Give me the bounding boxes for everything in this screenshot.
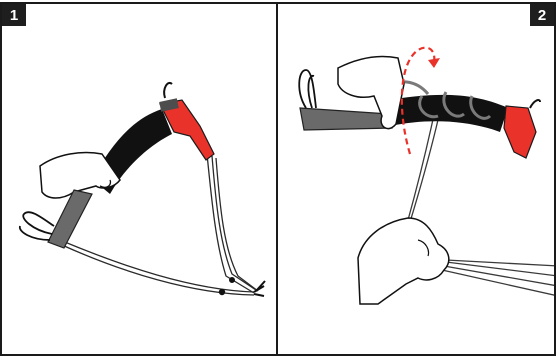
control-bar-handle — [299, 107, 393, 131]
line-knot — [218, 277, 266, 297]
leader-loops — [19, 211, 55, 241]
step-number-badge: 2 — [530, 4, 554, 26]
step-1-illustration — [19, 82, 266, 297]
step-number-badge: 1 — [2, 4, 26, 26]
rotation-arrow-icon — [400, 46, 436, 155]
step-2-illustration — [298, 46, 554, 305]
hand-icon — [357, 217, 450, 305]
step-panel-2: 2 — [276, 2, 556, 356]
hand-icon — [337, 55, 405, 130]
control-bar-end-cap — [159, 99, 215, 161]
step-panel-1: 1 — [0, 2, 278, 356]
control-bar-end-cap — [503, 105, 537, 159]
flying-lines — [59, 153, 259, 296]
leader-loops — [298, 69, 317, 109]
control-bar-foam — [388, 94, 508, 132]
control-bar-handle — [47, 189, 93, 249]
